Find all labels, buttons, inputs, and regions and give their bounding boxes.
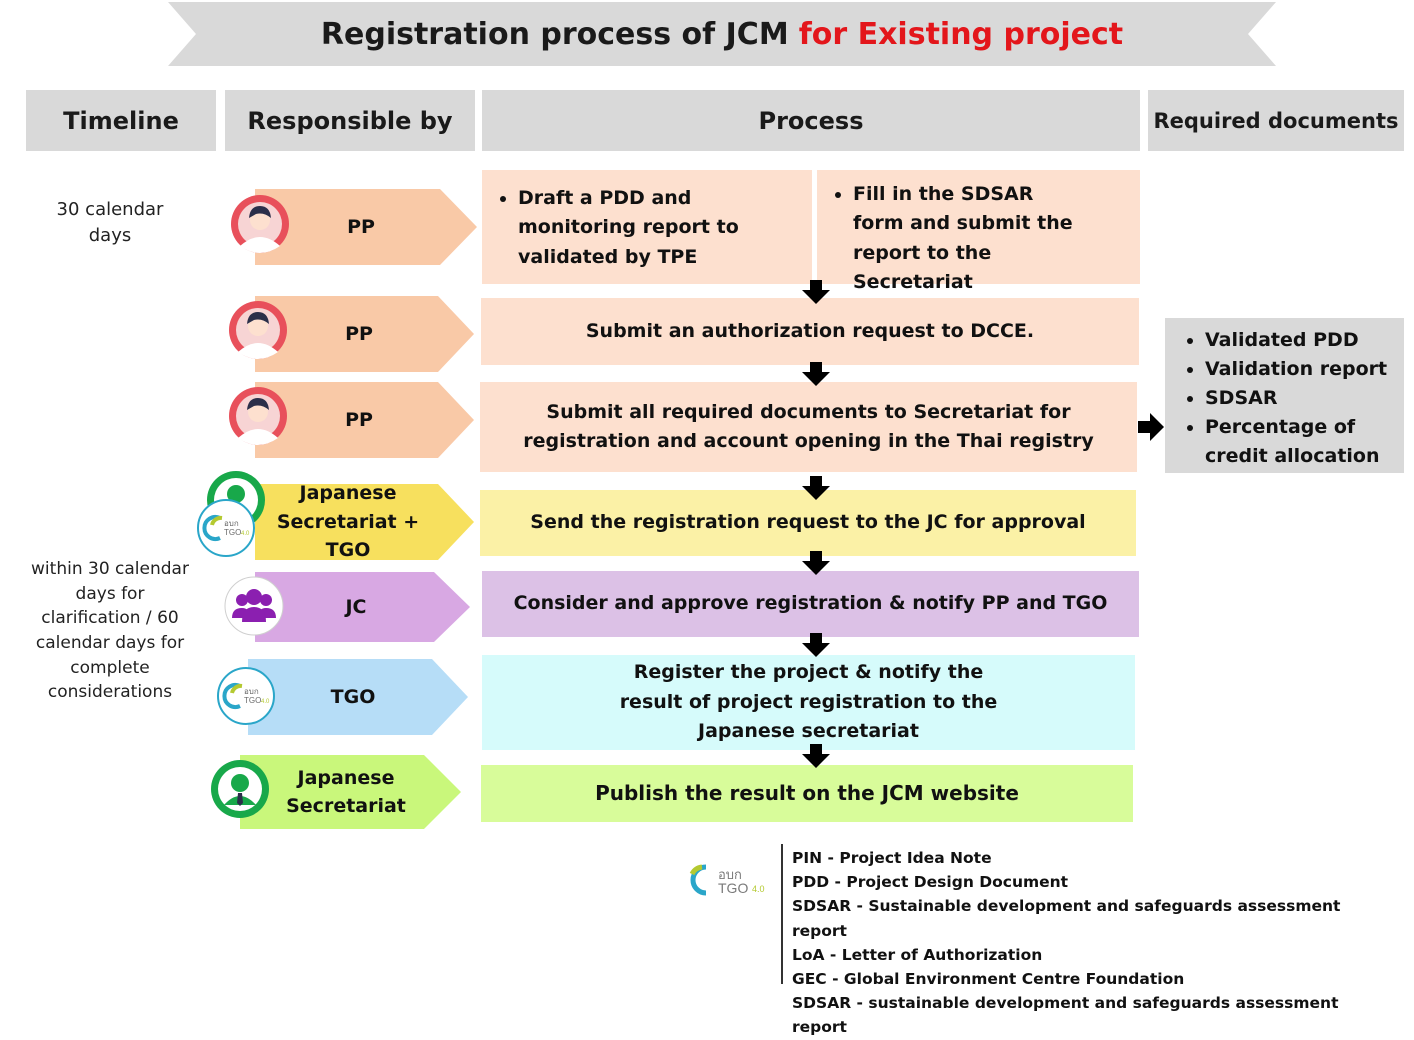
process-box-6: Register the project & notify the result… bbox=[482, 655, 1135, 750]
down-arrow-icon bbox=[802, 362, 830, 386]
required-documents-box: Validated PDD Validation report SDSAR Pe… bbox=[1165, 318, 1404, 473]
process-box-1b: Fill in the SDSAR form and submit the re… bbox=[817, 170, 1140, 293]
abbreviation-item: SDSAR - Sustainable development and safe… bbox=[792, 897, 1341, 940]
abbreviation-item: GEC - Global Environment Centre Foundati… bbox=[792, 970, 1185, 989]
tag-shape-4 bbox=[255, 484, 474, 560]
title-banner bbox=[168, 2, 1276, 66]
responsible-2: PP bbox=[345, 322, 373, 345]
responsible-5: JC bbox=[345, 595, 367, 618]
process-box-3: Submit all required documents to Secreta… bbox=[480, 382, 1137, 472]
title-highlight: for Existing project bbox=[798, 16, 1124, 52]
process-1-left: Draft a PDD and monitoring report to val… bbox=[518, 184, 804, 272]
right-arrow-icon bbox=[1138, 413, 1164, 441]
tag-shape-5 bbox=[255, 572, 470, 642]
abbreviation-item: SDSAR - sustainable development and safe… bbox=[792, 994, 1339, 1037]
tag-shape-2 bbox=[255, 296, 474, 372]
process-box-5: Consider and approve registration & noti… bbox=[482, 571, 1139, 637]
tgo-logo-icon: อบก TGO 4.0 bbox=[689, 864, 765, 896]
required-doc-item: Validated PDD bbox=[1205, 326, 1404, 355]
responsible-1: PP bbox=[347, 215, 375, 238]
title-main: Registration process of JCM bbox=[320, 16, 789, 52]
tag-shape-3 bbox=[255, 382, 474, 458]
timeline-second: within 30 calendar days for clarificatio… bbox=[31, 559, 189, 703]
flow-arrows bbox=[802, 280, 1164, 768]
abbreviation-list: PIN - Project Idea Note PDD - Project De… bbox=[792, 846, 1392, 1040]
header-timeline: Timeline bbox=[26, 90, 216, 151]
icon-layer: อบก TGO 4.0 bbox=[196, 195, 289, 818]
required-doc-item: Validation report bbox=[1205, 355, 1404, 384]
logo-thai-text: อบก bbox=[718, 867, 742, 882]
abbreviation-item: LoA - Letter of Authorization bbox=[792, 945, 1043, 964]
down-arrow-icon bbox=[802, 280, 830, 304]
down-arrow-icon bbox=[802, 551, 830, 575]
responsible-6: TGO bbox=[330, 685, 376, 708]
logo-version: 4.0 bbox=[752, 884, 765, 894]
responsible-7: Japanese Secretariat bbox=[286, 766, 406, 818]
process-box-2: Submit an authorization request to DCCE. bbox=[481, 298, 1139, 365]
responsible-tags bbox=[240, 189, 477, 829]
header-responsible: Responsible by bbox=[225, 90, 475, 151]
down-arrow-icon bbox=[802, 633, 830, 657]
down-arrow-icon bbox=[802, 744, 830, 768]
process-box-7: Publish the result on the JCM website bbox=[481, 765, 1133, 822]
required-doc-item: Percentage of credit allocation bbox=[1205, 413, 1404, 471]
business-person-icon bbox=[211, 760, 269, 818]
tag-shape-1 bbox=[255, 189, 477, 265]
tag-shape-6 bbox=[248, 659, 468, 735]
abbreviation-item: PDD - Project Design Document bbox=[792, 873, 1069, 892]
responsible-4: Japanese Secretariat + TGO bbox=[276, 482, 420, 562]
process-1-right: Fill in the SDSAR form and submit the re… bbox=[853, 180, 1090, 298]
down-arrow-icon bbox=[802, 476, 830, 500]
group-people-icon bbox=[224, 576, 284, 636]
page-title: Registration process of JCM for Existing… bbox=[168, 2, 1276, 66]
process-box-4: Send the registration request to the JC … bbox=[480, 490, 1136, 556]
header-process: Process bbox=[482, 90, 1140, 151]
tag-shape-7 bbox=[240, 755, 461, 829]
header-required-documents: Required documents bbox=[1148, 90, 1404, 151]
abbreviation-item: PIN - Project Idea Note bbox=[792, 849, 992, 867]
process-box-1a: Draft a PDD and monitoring report to val… bbox=[482, 170, 812, 284]
timeline-first: 30 calendar days bbox=[56, 199, 164, 247]
logo-text: TGO bbox=[718, 880, 748, 896]
abbreviation-divider bbox=[781, 844, 783, 984]
required-doc-item: SDSAR bbox=[1205, 384, 1404, 413]
responsible-3: PP bbox=[345, 408, 373, 431]
